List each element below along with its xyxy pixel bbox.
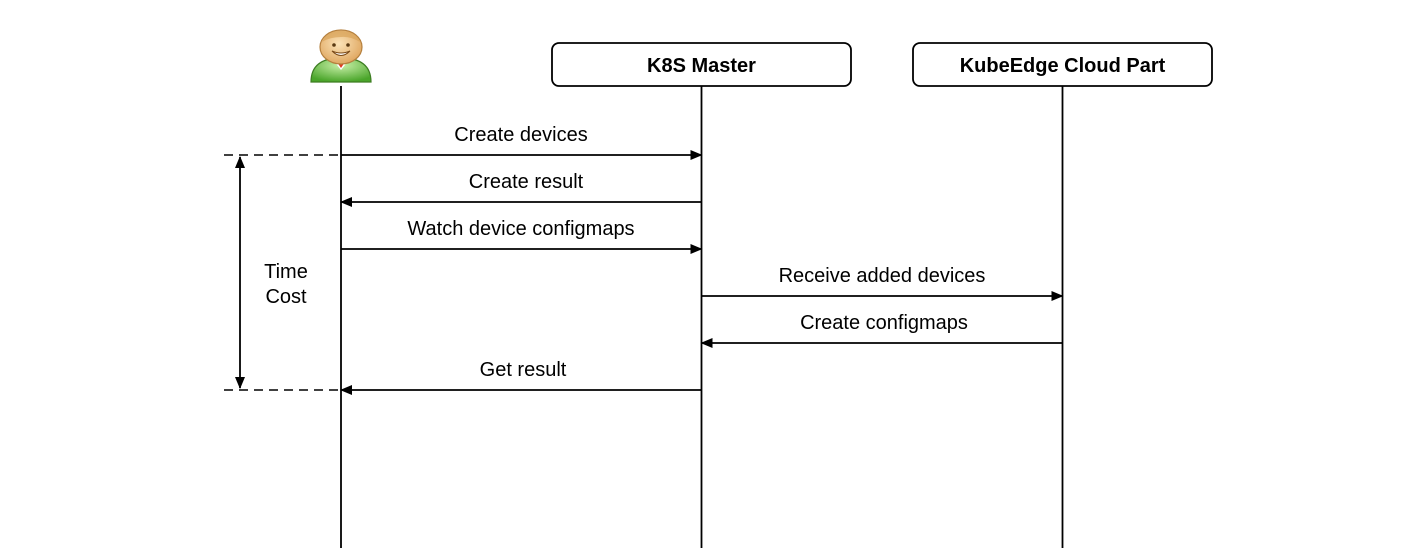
- message-create-configmaps: Create configmaps: [700, 312, 1063, 348]
- message-label: Create configmaps: [800, 312, 968, 334]
- message-create-devices: Create devices: [341, 124, 703, 160]
- time-cost-label-line2: Cost: [265, 286, 307, 308]
- message-get-result: Get result: [340, 359, 702, 395]
- time-cost-label-line1: Time: [264, 261, 308, 283]
- message-label: Watch device configmaps: [407, 218, 634, 240]
- message-watch-device-configmaps: Watch device configmaps: [341, 218, 703, 254]
- message-label: Create devices: [454, 124, 587, 146]
- message-label: Create result: [469, 171, 584, 193]
- participant-k8s-master: K8S Master: [551, 42, 852, 87]
- time-cost-bracket: Time Cost: [224, 154, 341, 391]
- user-avatar-icon: [310, 29, 372, 83]
- participant-label: KubeEdge Cloud Part: [960, 55, 1166, 77]
- message-receive-added-devices: Receive added devices: [701, 265, 1064, 301]
- participant-label: K8S Master: [647, 55, 756, 77]
- message-label: Receive added devices: [779, 265, 986, 287]
- message-create-result: Create result: [340, 171, 702, 207]
- message-label: Get result: [480, 359, 567, 381]
- participant-kubeedge-cloud-part: KubeEdge Cloud Part: [912, 42, 1213, 87]
